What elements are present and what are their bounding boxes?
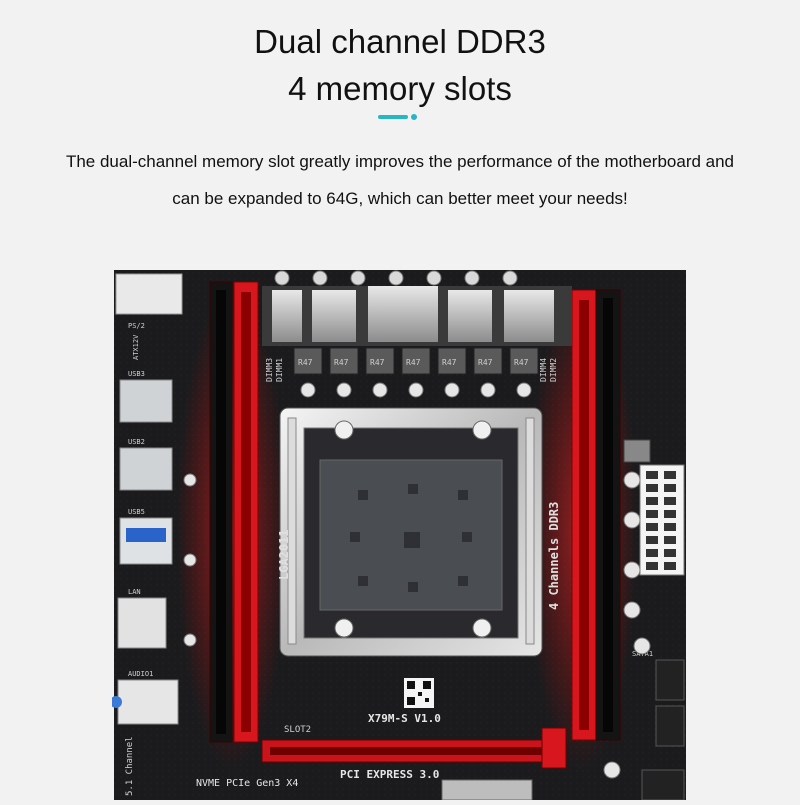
pcie-latch [541,727,567,769]
bios-chip [623,439,651,463]
choke-label: R47 [298,358,313,367]
channels-label: 4 Channels DDR3 [547,502,561,610]
m2-heatsink [441,779,533,801]
usb2-label: USB2 [128,438,145,446]
accent-dot [411,114,417,120]
sata1-port [655,659,685,701]
audio-port [117,679,179,725]
choke-label: R47 [442,358,457,367]
sata2-port [655,705,685,747]
description-line-2: can be expanded to 64G, which can better… [172,189,628,208]
heading-line-1: Dual channel DDR3 [254,23,546,60]
lan-label: LAN [128,588,141,596]
choke-label: R47 [514,358,529,367]
atx24-connector [639,464,685,576]
ps2-label: PS/2 [128,322,145,330]
usb3-label: USB3 [128,370,145,378]
audio-label: AUDIO1 [128,670,153,678]
motherboard-illustration: R47 R47 R47 R47 R47 R47 R47 LGA2011 4 Ch… [110,270,686,801]
choke-label: R47 [406,358,421,367]
ps2-port [115,273,183,315]
pcie-label: PCI EXPRESS 3.0 [340,768,439,781]
audio-jack-blue [110,696,122,708]
nvme-label: NVME PCIe Gen3 X4 [196,778,298,789]
choke-label: R47 [370,358,385,367]
lan-port [117,597,167,649]
sata3-port [641,769,685,801]
dimm2-label: DIMM2 [549,358,558,382]
description-line-1: The dual-channel memory slot greatly imp… [65,152,735,171]
accent-underline [378,115,408,119]
socket-lever-right [525,417,535,645]
dimm1-label: DIMM1 [275,358,284,382]
usb5-blue-insert [126,528,166,542]
model-label: X79M-S V1.0 [368,712,441,725]
usb5-label: USB5 [128,508,145,516]
socket-label: LGA2011 [277,529,291,580]
slot2-label: SLOT2 [284,725,311,735]
motherboard-image: R47 R47 R47 R47 R47 R47 R47 LGA2011 4 Ch… [110,270,688,801]
heading-line-2: 4 memory slots [288,70,512,107]
socket-lever-left [287,417,297,645]
usb3-port [119,379,173,423]
usb2-port [119,447,173,491]
choke-label: R47 [478,358,493,367]
dimm4-label: DIMM4 [539,358,548,382]
atx12v-label: ATX12V [132,334,140,360]
dimm3-label: DIMM3 [265,358,274,382]
audio-channel-label: 5.1 Channel [125,736,135,796]
choke-label: R47 [334,358,349,367]
